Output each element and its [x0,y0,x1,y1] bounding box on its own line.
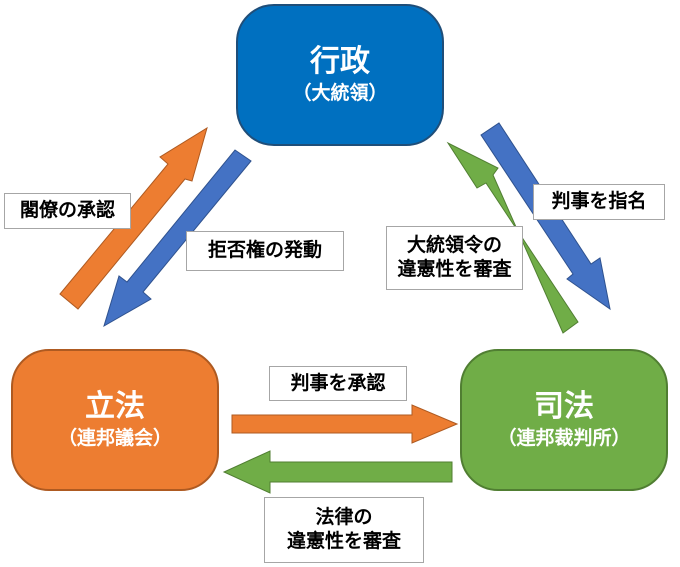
arrow-judicial-to-legislative [222,450,453,494]
label-review-executive-orders-line1: 大統領令の [406,234,502,257]
legislative-title: 立法 [85,388,145,424]
arrow-judicial-to-executive [446,141,579,334]
legislative-node: 立法 （連邦議会） [11,349,219,491]
legislative-subtitle: （連邦議会） [57,426,172,449]
executive-node: 行政 （大統領） [236,4,444,146]
judicial-subtitle: （連邦裁判所） [497,426,631,449]
label-review-laws-line2: 違憲性を審査 [286,530,401,552]
label-review-laws: 法律の 違憲性を審査 [264,497,424,563]
label-review-executive-orders: 大統領令の 違憲性を審査 [386,226,523,290]
arrow-executive-to-legislative [103,149,252,328]
label-appoint-judges: 判事を指名 [533,184,665,220]
label-cabinet-approval: 閣僚の承認 [4,193,131,229]
judicial-node: 司法 （連邦裁判所） [460,349,668,491]
label-approve-judges: 判事を承認 [269,366,407,401]
label-review-executive-orders-line2: 違憲性を審査 [397,258,512,280]
label-veto: 拒否権の発動 [186,231,344,271]
arrow-legislative-to-judicial [231,404,459,444]
executive-title: 行政 [310,43,370,79]
judicial-title: 司法 [534,388,594,424]
executive-subtitle: （大統領） [292,81,388,104]
label-review-laws-line1: 法律の [315,506,373,529]
arrow-legislative-to-executive [59,126,208,310]
